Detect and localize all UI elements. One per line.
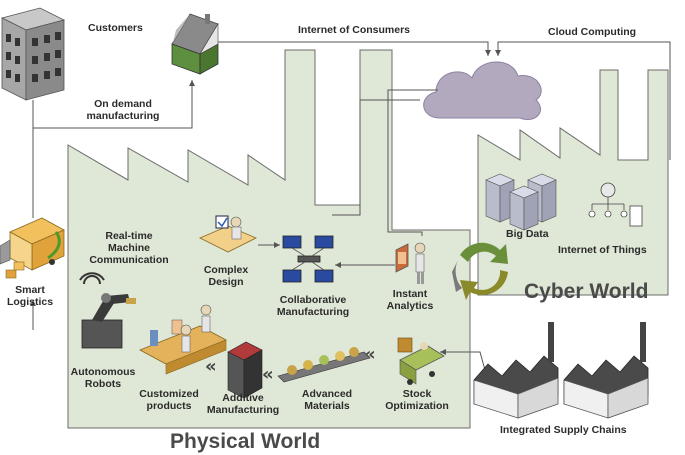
label-internet-of-things: Internet of Things	[558, 244, 647, 256]
label-complex-line1: Complex	[203, 264, 249, 276]
truck-icon	[0, 217, 65, 279]
title-cyber-world: Cyber World	[524, 280, 649, 303]
label-smart-line2: Logistics	[6, 296, 54, 308]
title-physical-world: Physical World	[170, 430, 321, 453]
house-icon	[171, 13, 219, 75]
label-internet-of-consumers: Internet of Consumers	[298, 24, 411, 36]
label-autonomous-line2: Robots	[84, 378, 122, 390]
label-stock-line1: Stock	[402, 388, 432, 400]
iot-network-icon	[588, 182, 643, 227]
label-additive-line1: Additive	[222, 392, 264, 404]
label-realtime-line2: Machine	[107, 242, 150, 254]
svg-text:«: «	[205, 356, 217, 377]
label-customers: Customers	[88, 22, 143, 34]
label-customized-line2: products	[146, 400, 192, 412]
3d-printer-icon	[227, 341, 263, 399]
label-stock-optimization: Stock Optimization	[374, 388, 460, 412]
label-additive-manufacturing: Additive Manufacturing	[200, 392, 286, 416]
instant-analytics-icon	[395, 242, 426, 284]
supply-chain-factory-1	[473, 322, 559, 419]
arrow-cloud-to-collab	[332, 99, 420, 216]
arrow-house-to-cloud	[218, 41, 491, 56]
cycle-arrows-icon	[452, 242, 508, 300]
label-big-data: Big Data	[506, 228, 549, 240]
label-advanced-line2: Materials	[304, 400, 350, 412]
label-stock-line2: Optimization	[385, 400, 449, 412]
label-complex-line2: Design	[208, 276, 244, 288]
label-realtime-machine-communication: Real-time Machine Communication	[84, 230, 174, 266]
customers-building-icon	[0, 7, 66, 101]
svg-text:«: «	[364, 344, 376, 365]
chevrons: « « «	[205, 344, 376, 385]
label-realtime-line1: Real-time	[105, 230, 153, 242]
big-data-servers-icon	[485, 173, 557, 231]
label-advanced-materials: Advanced Materials	[292, 388, 362, 412]
label-collaborative-manufacturing: Collaborative Manufacturing	[268, 294, 358, 318]
customized-products-icon	[139, 304, 227, 375]
label-advanced-line1: Advanced	[301, 388, 353, 400]
label-instant-line1: Instant	[392, 288, 428, 300]
label-additive-line2: Manufacturing	[206, 404, 280, 416]
label-customized-products: Customized products	[134, 388, 204, 412]
svg-text:«: «	[262, 364, 274, 385]
arrow-supply-to-stock	[440, 349, 486, 371]
advanced-materials-conveyor	[277, 347, 371, 383]
cyber-factory-shape	[477, 69, 669, 296]
label-smart-line1: Smart	[15, 284, 45, 296]
label-realtime-line3: Communication	[89, 254, 169, 266]
arrow-cloud-to-instant-analytics	[387, 89, 438, 236]
label-autonomous-robots: Autonomous Robots	[66, 366, 140, 390]
label-smart-logistics: Smart Logistics	[2, 284, 58, 308]
label-customized-line1: Customized	[139, 388, 199, 400]
forklift-icon	[397, 337, 445, 385]
label-on-demand-line1: On demand	[94, 98, 152, 110]
label-collab-line2: Manufacturing	[276, 306, 350, 318]
label-cloud-computing: Cloud Computing	[548, 26, 637, 38]
label-autonomous-line1: Autonomous	[70, 366, 136, 378]
label-instant-analytics: Instant Analytics	[378, 288, 442, 312]
arrow-cloud-computing-to-cloud	[495, 41, 671, 160]
physical-factory-shape	[67, 49, 471, 429]
label-integrated-supply-chains: Integrated Supply Chains	[500, 424, 627, 436]
label-on-demand-line2: manufacturing	[86, 110, 160, 122]
label-instant-line2: Analytics	[386, 300, 434, 312]
complex-design-icon	[199, 215, 257, 253]
label-collab-line1: Collaborative	[279, 294, 347, 306]
wifi-icon	[79, 272, 105, 285]
robot-arm-icon	[81, 293, 136, 349]
cloud-icon	[423, 61, 542, 120]
supply-chain-factory-2	[563, 322, 649, 419]
label-complex-design: Complex Design	[196, 264, 256, 288]
label-on-demand-manufacturing: On demand manufacturing	[78, 98, 168, 122]
